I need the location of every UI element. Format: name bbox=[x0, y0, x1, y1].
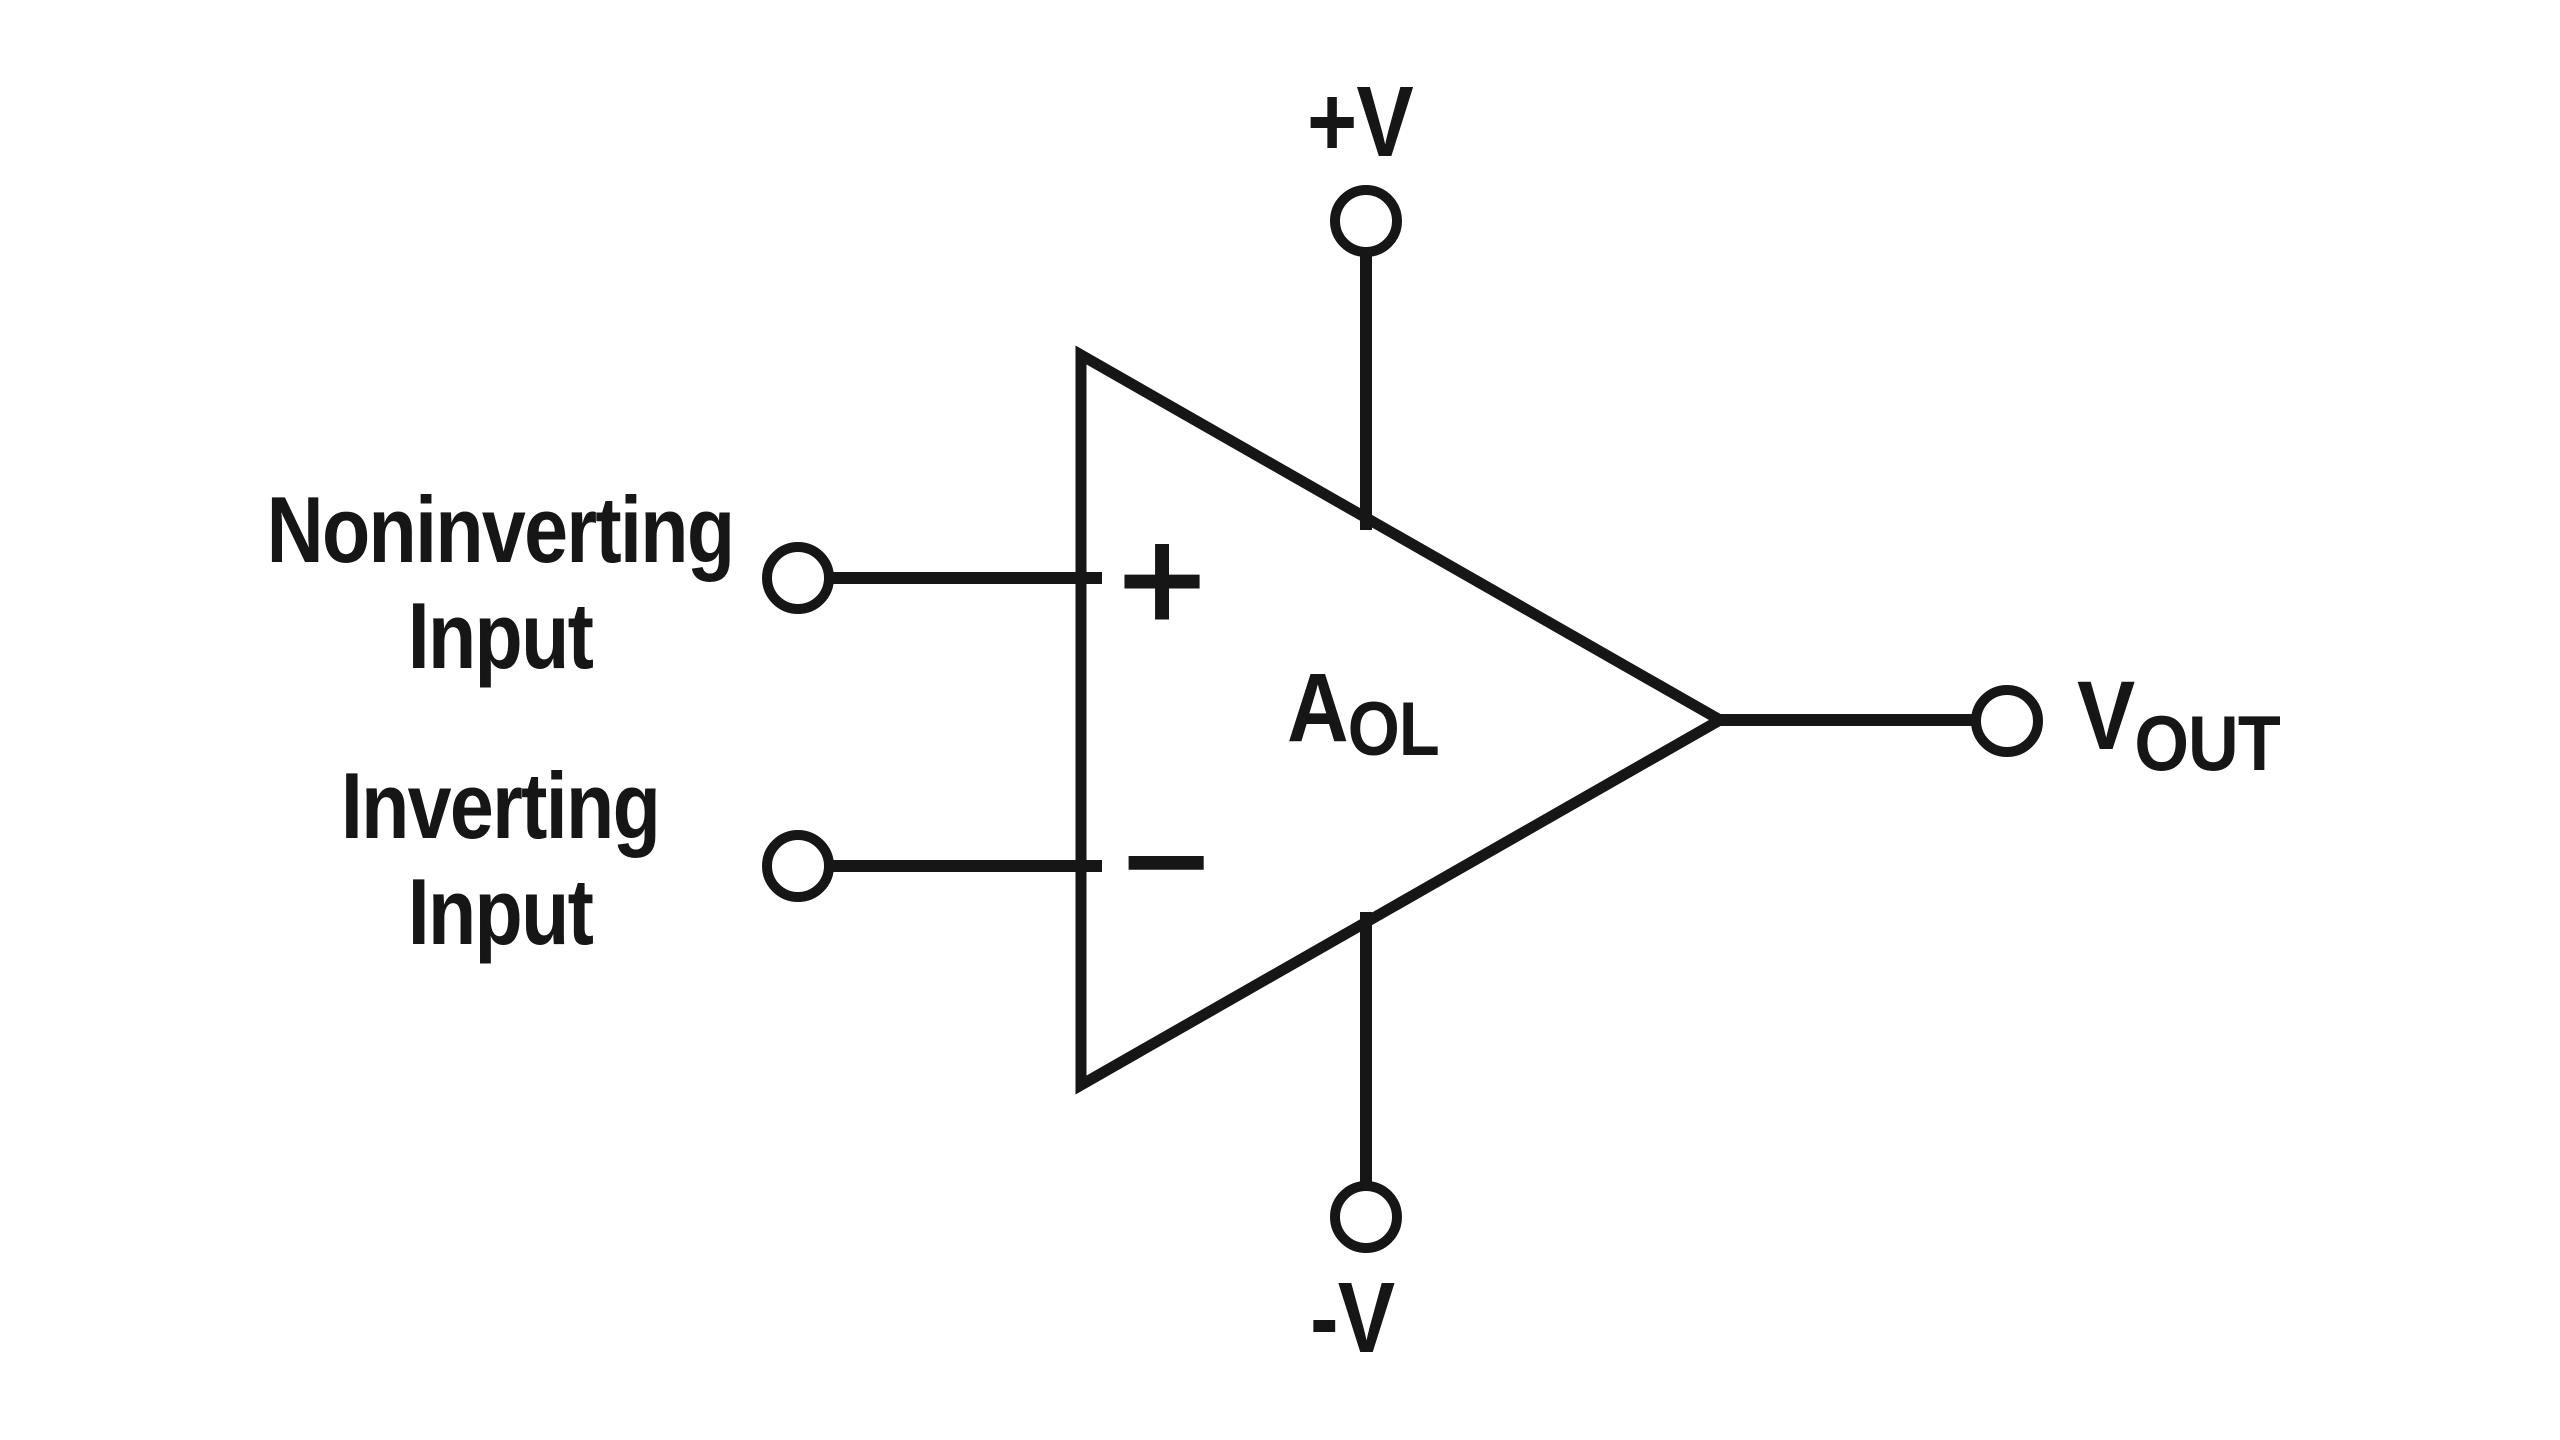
open-loop-gain-label-main: A bbox=[1287, 653, 1349, 762]
output-terminal-icon bbox=[1971, 685, 2043, 757]
opamp-triangle-symbol bbox=[1075, 345, 1732, 1095]
negative-supply-terminal-icon bbox=[1330, 1181, 1402, 1253]
positive-supply-terminal-icon bbox=[1330, 185, 1402, 257]
inverting-input-label-line2: Input bbox=[407, 859, 594, 964]
plus-port-symbol: + bbox=[1112, 510, 1213, 649]
open-loop-gain-label-sub: OL bbox=[1347, 687, 1440, 772]
inverting-input-label-line1: Inverting bbox=[340, 753, 661, 858]
inverting-input-terminal-icon bbox=[762, 830, 834, 902]
noninverting-input-label-line2: Input bbox=[407, 583, 594, 688]
positive-supply-label: +V bbox=[1307, 66, 1414, 178]
minus-port-symbol: − bbox=[1116, 791, 1217, 930]
noninverting-input-label: Noninverting Input bbox=[265, 477, 735, 689]
inverting-input-label: Inverting Input bbox=[265, 753, 735, 965]
output-label-main: V bbox=[2077, 661, 2135, 770]
output-label: VOUT bbox=[2077, 661, 2281, 798]
noninverting-input-label-line1: Noninverting bbox=[266, 477, 735, 582]
open-loop-gain-label: AOL bbox=[1287, 653, 1440, 785]
noninverting-input-terminal-icon bbox=[762, 542, 834, 614]
negative-supply-label: -V bbox=[1310, 1262, 1395, 1374]
output-label-sub: OUT bbox=[2134, 699, 2280, 787]
